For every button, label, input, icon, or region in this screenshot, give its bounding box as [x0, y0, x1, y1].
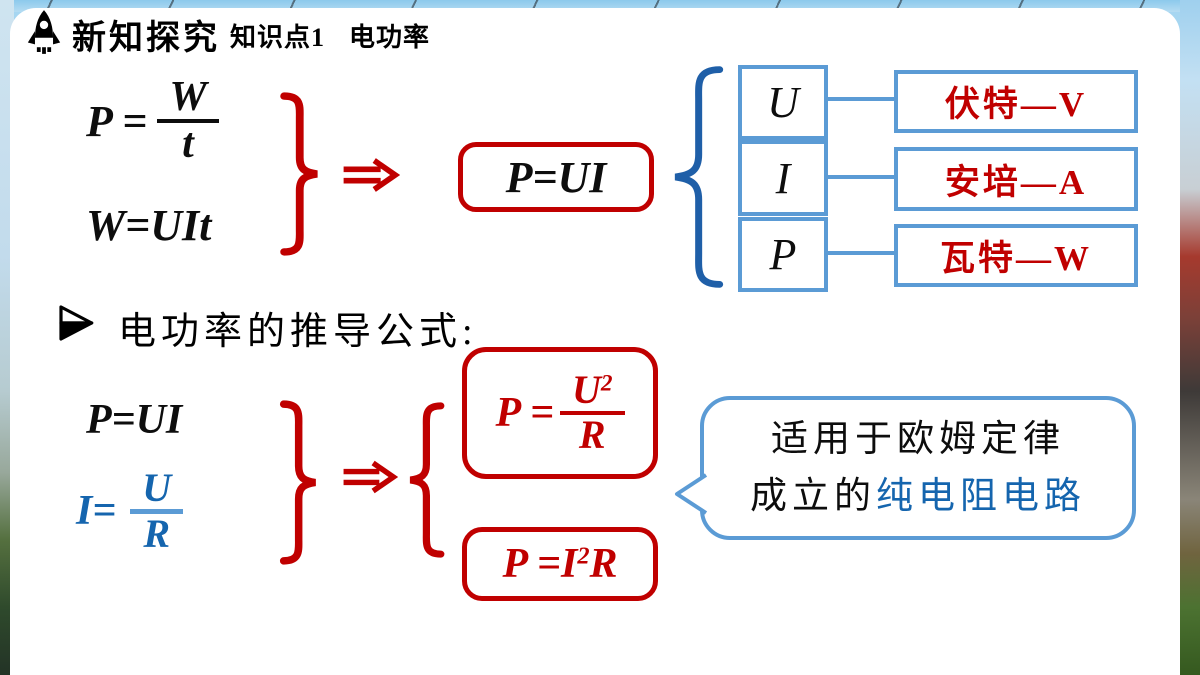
callout-line1: 适用于欧姆定律: [771, 419, 1065, 460]
red-opening-brace-icon: [409, 402, 445, 558]
fraction-bar: [157, 119, 219, 123]
fraction-bar: [560, 411, 625, 415]
symbol-box-u: U: [738, 65, 828, 140]
symbol-box-p: P: [738, 217, 828, 292]
fraction-numerator: U: [142, 464, 172, 510]
connector-line: [824, 97, 894, 101]
fraction-denominator: t: [182, 121, 194, 167]
implies-arrow-icon: [343, 460, 398, 494]
formula-p-wt: P = W t: [86, 68, 219, 174]
callout-line2-blue: 纯电阻电路: [876, 476, 1086, 517]
formula-i-ur: I= U R: [76, 452, 184, 570]
formula-pui-2: P=UI: [86, 397, 183, 443]
formula-i2r: P =I2R: [502, 540, 617, 588]
callout-line2: 成立的纯电阻电路: [750, 468, 1086, 525]
symbol-u: U: [767, 78, 799, 127]
formula-pui: P=UI: [505, 152, 607, 202]
unit-ampere: 安培—A: [944, 162, 1088, 202]
red-closing-brace-icon: [280, 92, 318, 256]
numerator-base: U: [572, 367, 601, 413]
topic-name-label: 电功率: [349, 23, 431, 52]
page-subtitle: 知识点1 电功率: [230, 17, 430, 54]
formula-p-wt-lhs: P =: [86, 96, 148, 146]
formula-w-uit: W=UIt: [86, 201, 212, 250]
unit-watt: 瓦特—W: [939, 239, 1092, 278]
page-title: 新知探究: [72, 20, 220, 57]
implies-arrow-icon: [343, 158, 400, 192]
symbol-i: I: [775, 153, 791, 203]
knowledge-point-label: 知识点1: [230, 23, 326, 52]
red-closing-brace-icon: [279, 400, 316, 565]
connector-line: [824, 251, 894, 255]
fraction-numerator: W: [169, 74, 207, 121]
section-title: 电功率的推导公式:: [118, 311, 478, 353]
formula-box-u2r: P = U2 R: [462, 347, 658, 479]
formula-i2r-lhs: P =: [502, 541, 561, 587]
callout-line2-black: 成立的: [750, 476, 876, 517]
unit-volt: 伏特—V: [944, 85, 1088, 124]
photo-edge-right: [1180, 0, 1200, 675]
bubble-tail: [675, 473, 708, 515]
formula-i2r-base: I: [560, 541, 578, 587]
fraction-denominator: R: [578, 412, 606, 457]
unit-box-ampere: 安培—A: [894, 147, 1138, 211]
symbol-box-i: I: [738, 140, 828, 216]
callout-bubble: 适用于欧姆定律 成立的纯电阻电路: [675, 396, 1136, 540]
numerator-exponent: 2: [600, 370, 613, 397]
formula-u2r-lhs: P =: [495, 390, 555, 436]
fraction-numerator: U2: [560, 367, 624, 413]
unit-box-watt: 瓦特—W: [894, 224, 1138, 287]
arrowhead-bullet-icon: [59, 305, 94, 341]
formula-box-i2r: P =I2R: [462, 527, 658, 601]
formula-box-pui: P=UI: [458, 142, 654, 212]
symbol-p: P: [769, 230, 797, 279]
fraction-denominator: R: [143, 510, 171, 556]
unit-box-volt: 伏特—V: [894, 70, 1138, 133]
connector-line: [824, 175, 894, 179]
fraction-bar: [130, 508, 184, 514]
formula-i-ur-lhs: I=: [76, 488, 117, 534]
rocket-icon: [27, 10, 61, 54]
formula-i2r-exponent: 2: [577, 542, 590, 570]
formula-i2r-tail: R: [589, 541, 618, 587]
blue-opening-brace-icon: [674, 66, 724, 288]
